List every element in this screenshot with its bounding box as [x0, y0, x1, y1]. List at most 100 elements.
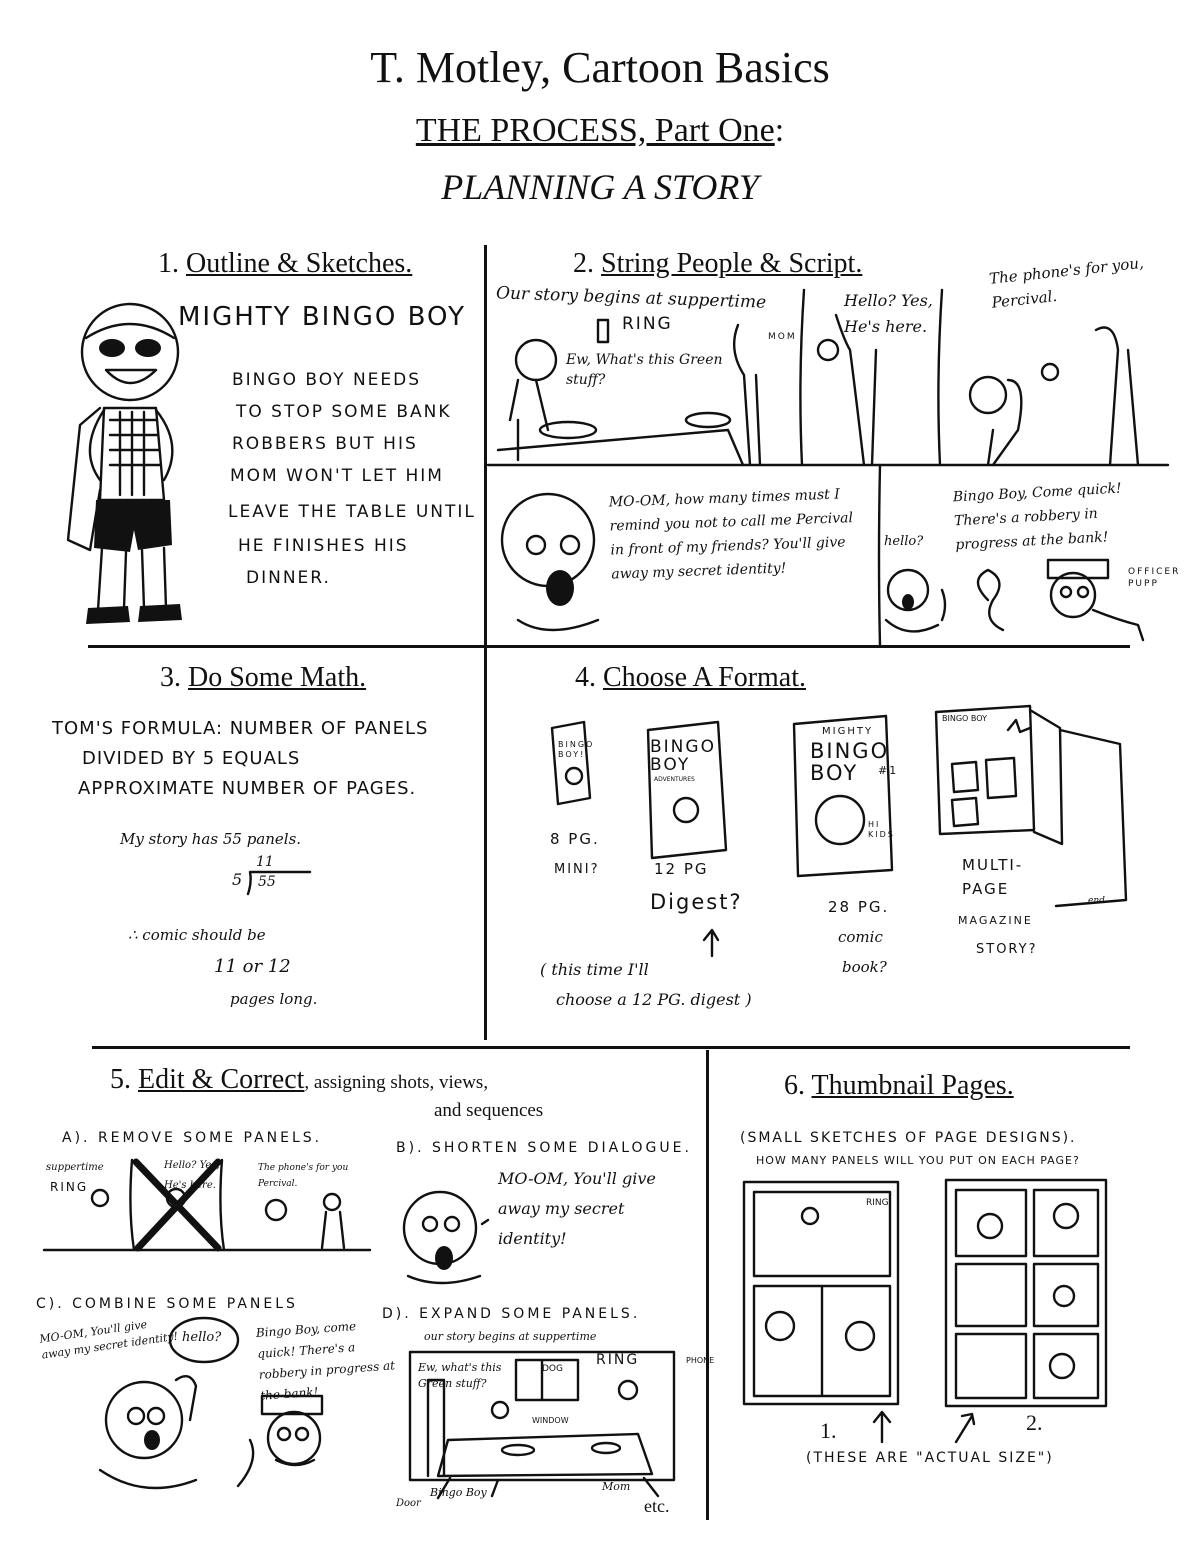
comic-cover-mighty: MIGHTY [822, 726, 874, 737]
section-4-title-text: Choose A Format. [603, 662, 807, 693]
division-dividend: 55 [258, 874, 276, 890]
expand-panel-sketch [408, 1350, 676, 1500]
format-comic-pages: 28 PG. [828, 898, 890, 916]
outline-line-7: DINNER. [246, 568, 331, 588]
thumbnail-number-1: 1. [820, 1418, 837, 1443]
page-subtitle: THE PROCESS, Part One: [0, 112, 1200, 150]
edit-c-text-2: hello? [182, 1330, 222, 1345]
subtitle-suffix: : [774, 112, 785, 149]
shorten-dialogue-face [402, 1190, 490, 1285]
edit-d-label: D). EXPAND SOME PANELS. [382, 1306, 641, 1322]
divider-vertical-bottom [706, 1050, 709, 1520]
edit-d-mom-label: Mom [602, 1480, 631, 1493]
formula-line-1: TOM'S FORMULA: NUMBER OF PANELS [52, 718, 429, 739]
format-mini-pages: 8 PG. [550, 830, 600, 848]
section-4-title: 4. Choose A Format. [575, 662, 806, 694]
mini-cover-text: BINGO BOY! [558, 740, 595, 759]
page-subtitle-2: PLANNING A STORY [441, 167, 759, 207]
division-quotient: 11 [256, 854, 274, 870]
edit-d-door-label: Door [396, 1498, 421, 1509]
format-mini-label: MINI? [554, 862, 600, 877]
thumbnail-pages-sketch [742, 1178, 1108, 1408]
edit-d-window-label: WINDOW [532, 1416, 569, 1425]
edit-a-label: A). REMOVE SOME PANELS. [62, 1130, 323, 1146]
section-1-title-text: Outline & Sketches. [186, 248, 413, 279]
thumbnail-ring-label: RING [866, 1198, 889, 1208]
format-magazine-line-1: MULTI- [962, 856, 1024, 874]
edit-d-phone-label: PHONE [686, 1356, 715, 1365]
panel-5-officer-label: OFFICER PUPP [1128, 567, 1181, 589]
page-title: T. Motley, Cartoon Basics [370, 43, 830, 92]
section-2-title-text: String People & Script. [601, 248, 863, 279]
string-people-panels [486, 288, 1170, 647]
section-5-title-rest-2: and sequences [434, 1100, 544, 1121]
section-3-title: 3. Do Some Math. [160, 662, 366, 694]
outline-line-2: TO STOP SOME BANK [236, 402, 452, 422]
panel-5-dialogue: Bingo Boy, Come quick! There's a robbery… [952, 480, 1122, 554]
format-magazine-line-3: MAGAZINE [958, 914, 1033, 927]
comic-cover-number: #1 [878, 764, 899, 777]
page-range: 11 or 12 [214, 956, 291, 977]
section-1-title: 1. Outline & Sketches. [158, 248, 412, 280]
etc-text: etc. [644, 1496, 670, 1516]
section-5-number: 5. [110, 1064, 131, 1095]
edit-d-dog-label: DOG [542, 1364, 563, 1374]
section-4-number: 4. [575, 662, 596, 693]
format-choice-line-2: choose a 12 PG. digest ) [556, 990, 752, 1009]
remove-panels-sketch [42, 1158, 372, 1252]
arrow-up-icon [702, 928, 720, 958]
subtitle-underlined: THE PROCESS, Part One [415, 112, 775, 149]
edit-c-text-3: Bingo Boy, come quick! There's a robbery… [255, 1318, 396, 1403]
edit-a-text-1: suppertime [46, 1162, 104, 1173]
edit-b-label: B). SHORTEN SOME DIALOGUE. [396, 1140, 692, 1156]
format-comic-label: comic [838, 928, 883, 946]
edit-d-bingo-label: Bingo Boy [430, 1486, 487, 1499]
combine-panels-sketch [98, 1316, 324, 1490]
format-magazine-line-4: STORY? [976, 942, 1038, 957]
story-panel-count: My story has 55 panels. [120, 830, 302, 848]
section-6-title: 6. Thumbnail Pages. [784, 1070, 1014, 1102]
format-digest-label: Digest? [650, 890, 743, 914]
panel-1-mom-label: MOM [768, 332, 797, 342]
comic-cover-title: BINGO BOY [810, 739, 890, 785]
section-2-title: 2. String People & Script. [573, 248, 862, 280]
format-sketches [550, 704, 1128, 908]
formula-line-2: DIVIDED BY 5 EQUALS [82, 748, 301, 769]
panel-4-dialogue: MO-OM, how many times must I remind you … [608, 486, 854, 583]
outline-line-3: ROBBERS BUT HIS [232, 434, 418, 454]
panel-1-ring: RING [622, 314, 673, 334]
thumbnail-note-1: (SMALL SKETCHES OF PAGE DESIGNS). [740, 1130, 1077, 1146]
section-1-number: 1. [158, 248, 179, 279]
panel-1-boy-dialogue: Ew, What's this Green stuff? [566, 352, 723, 388]
format-choice-line-1: ( this time I'll [540, 960, 649, 979]
arrow-pair-icon [872, 1410, 976, 1444]
section-6-title-text: Thumbnail Pages. [811, 1070, 1014, 1101]
divider-horizontal-1 [88, 645, 1130, 648]
bingo-boy-drawing [66, 302, 182, 624]
edit-a-text-2: RING [50, 1180, 89, 1194]
divider-horizontal-2 [92, 1046, 1130, 1049]
section-3-number: 3. [160, 662, 181, 693]
edit-a-text-3: Hello? Yes, He's here. [164, 1160, 220, 1191]
format-digest-pages: 12 PG [654, 860, 709, 878]
outline-line-1: BINGO BOY NEEDS [232, 370, 422, 390]
outline-line-5: LEAVE THE TABLE UNTIL [228, 502, 476, 522]
section-6-number: 6. [784, 1070, 805, 1101]
outline-line-4: MOM WON'T LET HIM [230, 466, 444, 486]
format-magazine-line-2: PAGE [962, 880, 1010, 898]
digest-cover-sub: ADVENTURES [654, 776, 695, 783]
division-bracket [246, 870, 312, 896]
therefore-text: ∴ comic should be [128, 926, 266, 944]
edit-d-boy-dialogue: Ew, what's this Green stuff? [418, 1361, 502, 1390]
section-2-number: 2. [573, 248, 594, 279]
thumbnail-number-2: 2. [1026, 1410, 1043, 1435]
formula-line-3: APPROXIMATE NUMBER OF PAGES. [78, 778, 417, 799]
panel-2-dialogue: Hello? Yes, He's here. [844, 291, 933, 336]
format-comic-label-2: book? [842, 958, 887, 976]
section-5-title: 5. Edit & Correct, assigning shots, view… [110, 1064, 488, 1096]
section-3-title-text: Do Some Math. [188, 662, 367, 693]
thumbnail-actual-size: (THESE ARE "ACTUAL SIZE") [806, 1450, 1054, 1466]
magazine-end-text: end [1088, 896, 1105, 906]
division-divisor: 5 [232, 870, 243, 889]
edit-d-caption: our story begins at suppertime [424, 1330, 597, 1343]
